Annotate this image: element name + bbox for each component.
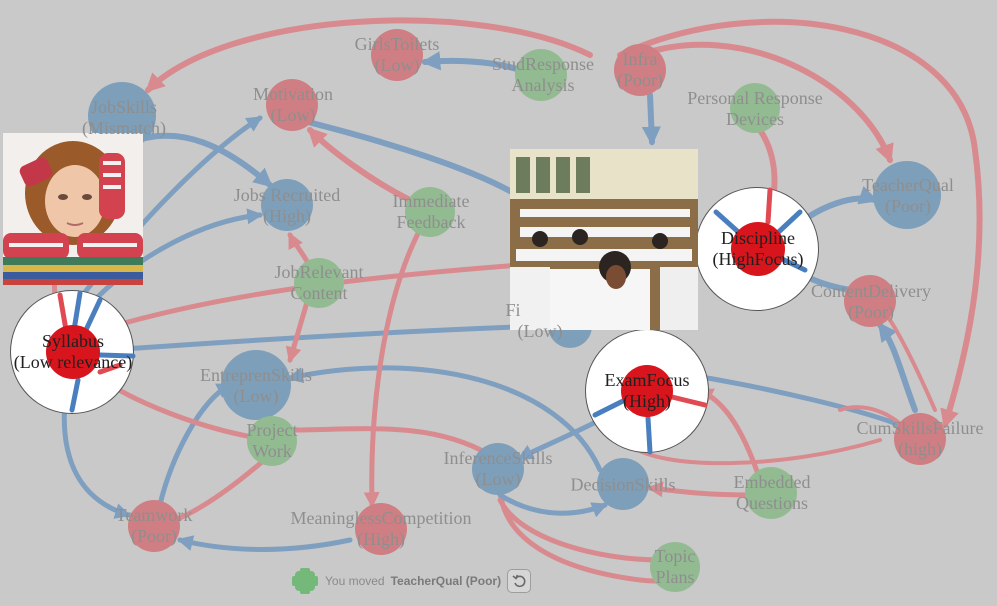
edge (57, 292, 69, 333)
edge (172, 452, 273, 523)
edge (765, 187, 773, 225)
exam-photo-illustration (510, 149, 698, 330)
edge (646, 481, 753, 498)
edge (287, 426, 493, 458)
undo-icon (512, 574, 526, 588)
edge (176, 535, 353, 552)
edge (97, 352, 136, 359)
edge (421, 51, 523, 73)
child-photo-illustration (3, 133, 143, 285)
node-meaningless-competition[interactable] (355, 503, 407, 555)
node-discipline[interactable] (731, 222, 785, 276)
edge (877, 321, 918, 413)
node-teacher-qual[interactable] (873, 161, 941, 229)
edge (641, 92, 661, 146)
node-immediate-feedback[interactable] (405, 187, 455, 237)
toast-subject: TeacherQual (Poor) (390, 574, 502, 588)
edge (669, 394, 708, 408)
edge (82, 208, 264, 313)
node-infra[interactable] (614, 44, 666, 96)
edge (286, 365, 603, 473)
node-motivation[interactable] (266, 79, 318, 131)
edge (97, 362, 123, 375)
node-syllabus[interactable] (46, 325, 100, 379)
edge (363, 217, 428, 509)
puzzle-icon (292, 568, 318, 594)
edge (645, 415, 653, 455)
photo-exam[interactable] (510, 149, 698, 330)
move-toast: You moved TeacherQual (Poor) (291, 567, 532, 595)
node-entrepren-skills[interactable] (221, 350, 291, 420)
node-teamwork[interactable] (128, 500, 180, 552)
node-embedded-questions[interactable] (745, 467, 797, 519)
edge (637, 41, 894, 164)
edge (777, 255, 808, 273)
edge (307, 127, 413, 203)
edge (592, 397, 628, 418)
edge (617, 18, 983, 429)
edge (82, 297, 103, 335)
edge (497, 492, 608, 518)
node-decision-skills[interactable] (597, 458, 649, 510)
node-inference-skills[interactable] (472, 443, 524, 495)
toast-prefix: You moved (325, 574, 385, 588)
edge (145, 17, 593, 93)
edge (97, 262, 523, 333)
node-exam-focus[interactable] (621, 365, 673, 417)
edge (517, 417, 603, 461)
edge (71, 290, 83, 333)
node-project-work[interactable] (247, 416, 297, 466)
node-jobs-recruited[interactable] (261, 179, 313, 231)
photo-child[interactable] (3, 133, 143, 285)
node-girls-toilets[interactable] (371, 29, 423, 81)
node-topic-plans[interactable] (650, 542, 700, 592)
node-cum-skills-failure[interactable] (894, 413, 946, 465)
edge (69, 377, 81, 413)
node-stud-response[interactable] (515, 49, 567, 101)
edge (297, 117, 528, 203)
edge (628, 438, 882, 466)
edge (157, 382, 233, 508)
node-job-relevant[interactable] (294, 258, 344, 308)
node-personal-response[interactable] (730, 83, 780, 133)
edge (497, 497, 663, 563)
edge (61, 397, 132, 519)
edge (687, 372, 903, 428)
edge (107, 322, 573, 353)
node-content-delivery[interactable] (844, 275, 896, 327)
undo-button[interactable] (507, 569, 532, 593)
